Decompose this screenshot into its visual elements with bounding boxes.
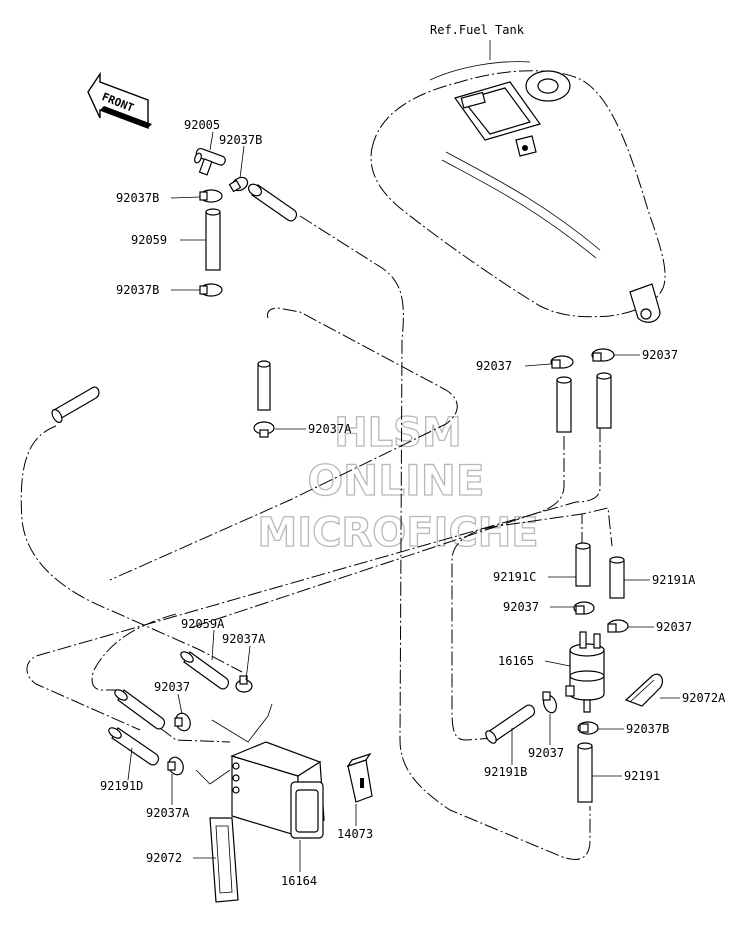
- clamp-92037-tank-right: [591, 348, 615, 362]
- label-92191D: 92191D: [100, 779, 143, 793]
- clamp-92037-filter-low: [542, 691, 558, 714]
- label-16165: 16165: [498, 654, 534, 668]
- hose-92191C: [575, 542, 591, 587]
- watermark-line-3: MICROFICHE: [257, 510, 538, 556]
- strap-92072: [209, 817, 239, 903]
- leader-lines: [127, 131, 680, 872]
- label-92037A-mid: 92037A: [308, 422, 352, 436]
- hose-92191: [577, 742, 593, 803]
- fuel-tank: Ref.Fuel Tank: [370, 23, 666, 323]
- label-92037B-top: 92037B: [219, 133, 262, 147]
- canister-16164: [230, 741, 325, 839]
- top-left-fittings: [194, 147, 298, 297]
- label-92037-filter-right: 92037: [656, 620, 692, 634]
- fitting-92005: [194, 147, 226, 176]
- label-92037-filter-low: 92037: [528, 746, 564, 760]
- label-92005: 92005: [184, 118, 220, 132]
- bracket-14073: [346, 752, 373, 803]
- clamp-92037-tank-left: [550, 355, 574, 369]
- watermark-line-1: HLSM: [334, 410, 462, 456]
- label-92191: 92191: [624, 769, 660, 783]
- label-92037-tank-left: 92037: [476, 359, 512, 373]
- clamp-92037A-mid: [253, 421, 275, 438]
- hose-92191A: [609, 556, 625, 599]
- label-92037A-can-low: 92037A: [146, 806, 190, 820]
- clamp-92037B-left: [199, 189, 223, 203]
- front-arrow-icon: FRONT: [87, 71, 152, 130]
- label-92059: 92059: [131, 233, 167, 247]
- hose-upper-right: [247, 183, 298, 222]
- label-92037A-can-top: 92037A: [222, 632, 266, 646]
- clamp-92037-filter-left: [573, 601, 595, 615]
- hose-92059A: [180, 651, 230, 690]
- mid-hoses: [51, 360, 275, 438]
- hose-92059: [205, 208, 221, 271]
- fuel-filter-area: [485, 542, 664, 803]
- label-92037-can: 92037: [154, 680, 190, 694]
- label-92037-tank-right: 92037: [642, 348, 678, 362]
- clamp-92037B-filter: [577, 721, 599, 735]
- watermark-line-2: ONLINE: [307, 456, 484, 505]
- clamp-92037B-top: [228, 176, 249, 193]
- label-92191B: 92191B: [484, 765, 527, 779]
- label-92059A: 92059A: [181, 617, 225, 631]
- hose-routing: [20, 215, 613, 860]
- hose-92191B: [485, 704, 536, 744]
- clamp-92037-filter-right: [607, 619, 629, 633]
- label-92072: 92072: [146, 851, 182, 865]
- fuel-filter-16165: [565, 631, 605, 713]
- label-92037B-filter: 92037B: [626, 722, 669, 736]
- label-92037B-left: 92037B: [116, 191, 159, 205]
- label-14073: 14073: [337, 827, 373, 841]
- hose-left-upper: [114, 689, 166, 730]
- label-92037-filter-left: 92037: [503, 600, 539, 614]
- label-92191C: 92191C: [493, 570, 536, 584]
- clamp-92037A-can-top: [235, 675, 253, 693]
- label-92191A: 92191A: [652, 573, 696, 587]
- watermark: HLSM ONLINE MICROFICHE: [257, 409, 540, 556]
- bracket-92072A: [624, 673, 664, 707]
- ref-fuel-tank-label: Ref.Fuel Tank: [430, 23, 525, 37]
- tank-drain-hoses: [550, 348, 615, 433]
- hose-92191D: [108, 727, 160, 766]
- part-labels: 92005 92037B 92037B 92059 92037B 92037A …: [100, 118, 726, 888]
- canister-area: [108, 651, 373, 903]
- clamp-92037B-low: [199, 283, 223, 297]
- clamp-92037A-can-low: [167, 756, 184, 776]
- label-92037B-low: 92037B: [116, 283, 159, 297]
- label-92072A: 92072A: [682, 691, 726, 705]
- clamp-92037-can: [174, 712, 191, 732]
- label-16164: 16164: [281, 874, 317, 888]
